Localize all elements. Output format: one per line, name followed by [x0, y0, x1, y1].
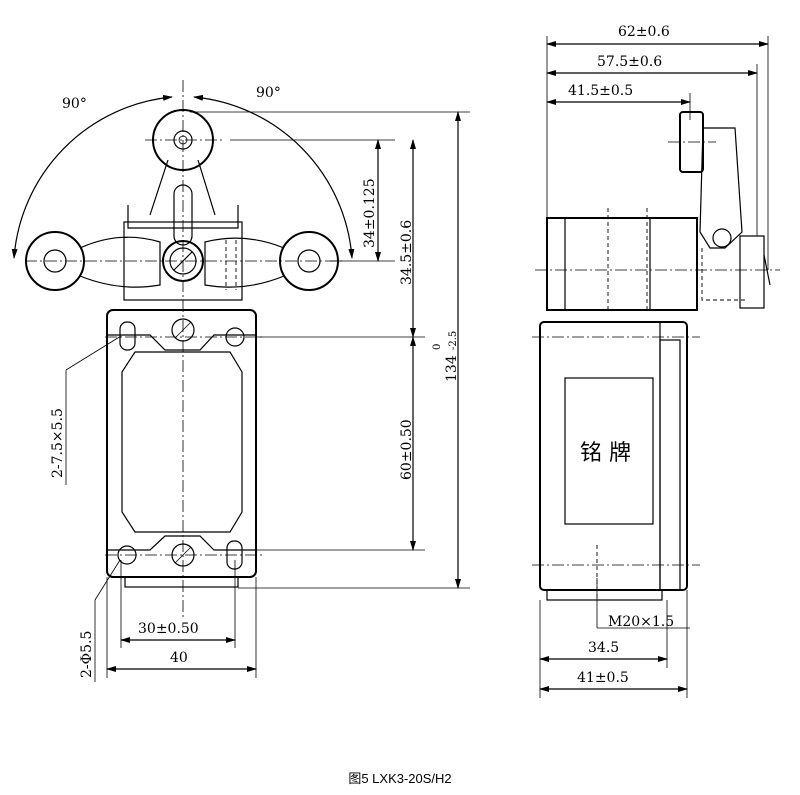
- dim-134-upper-tol: 0: [432, 344, 443, 350]
- dim-34-label: 34±0.125: [362, 178, 378, 248]
- figure-caption: 图5 LXK3-20S/H2: [348, 771, 452, 786]
- slot-label: 2-7.5×5.5: [50, 408, 66, 478]
- dim-134-lower-tol: -2.5: [448, 331, 459, 350]
- switch-body: [105, 309, 262, 588]
- dim-30-label: 30±0.50: [138, 621, 199, 637]
- dim-34-5-label: 34.5±0.6: [399, 220, 415, 285]
- dim-41-5-label: 41.5±0.5: [568, 83, 633, 99]
- dim-41-label: 41±0.5: [577, 670, 629, 686]
- angle-left-label: 90°: [62, 96, 87, 112]
- hole-label: 2-Φ5.5: [79, 631, 95, 678]
- side-lever: [668, 111, 771, 309]
- dim-34-5-side-label: 34.5: [588, 640, 619, 656]
- dim-57-5-label: 57.5±0.6: [597, 54, 662, 70]
- dim-62-label: 62±0.6: [618, 24, 670, 40]
- side-view: 铭 牌 62±0.6 57.5±0.6 41.5±0.5 M20×1.5 34.…: [532, 24, 780, 698]
- angle-right-label: 90°: [256, 85, 281, 101]
- nameplate-label: 铭 牌: [580, 441, 631, 466]
- thread-label: M20×1.5: [608, 614, 674, 630]
- dim-60-label: 60±0.50: [399, 419, 415, 480]
- dim-134-label: 134: [444, 355, 460, 382]
- front-view: 90° 90° 34±0.125 34.5±0.6 60±0.50 134 0 …: [11, 80, 470, 682]
- side-body: [532, 321, 700, 601]
- dim-40-label: 40: [170, 650, 188, 666]
